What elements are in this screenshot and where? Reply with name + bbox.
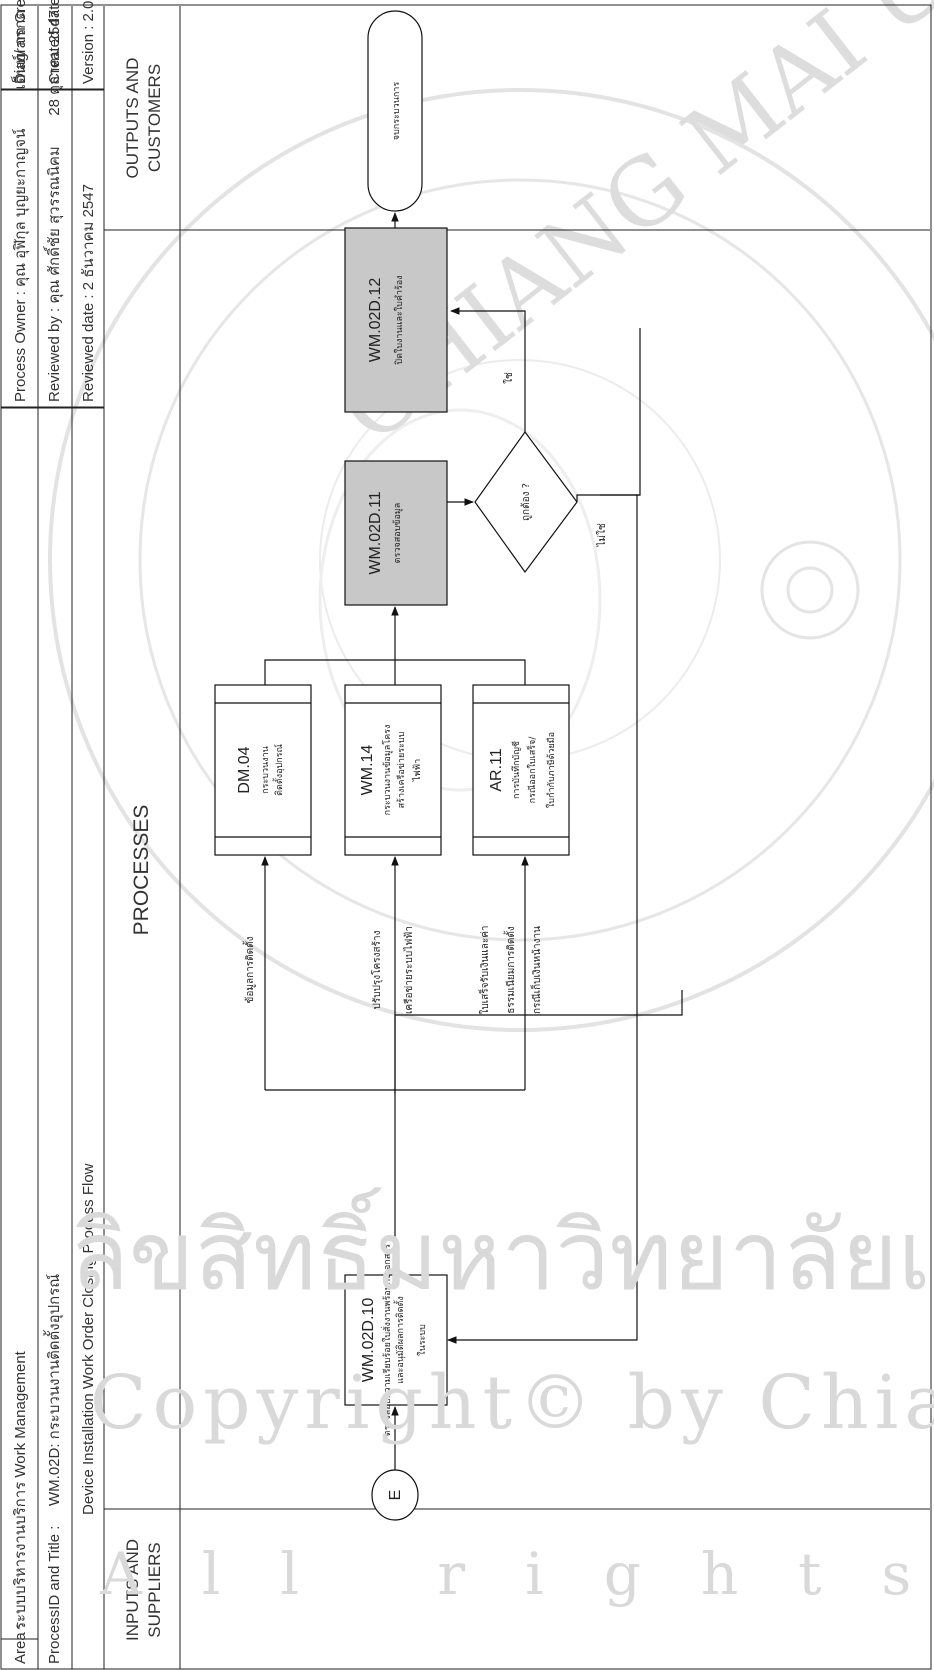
process-id-label: ProcessID and Title :	[46, 1526, 63, 1664]
wm14-desc-2: สร้างเครือข่ายระบบ	[396, 731, 407, 808]
process-subtitle: Device Installation Work Order Closing P…	[80, 1163, 97, 1515]
label-to-ar11-2: ธรรมเนียมการติดตั้ง	[503, 926, 517, 1014]
processes-lane-title: PROCESSES	[130, 805, 153, 936]
wm10-desc-3: ในระบบ	[417, 1324, 428, 1356]
created-date-value: 28 ตุลาคม 2547	[46, 10, 64, 116]
reviewed-date: Reviewed date : 2 ธันวาคม 2547	[80, 184, 97, 402]
wm14-desc-1: กระบวนงานข้อมูลโครง	[382, 725, 393, 816]
area-value: ระบบบริหารงานบริการ Work Management	[12, 1350, 29, 1630]
process-id-value: WM.02D: กระบวนงานติดตั้งอุปกรณ์	[43, 1274, 64, 1506]
label-to-wm14-2: เครือข่ายระบบไฟฟ้า	[403, 926, 415, 1014]
wm11-code: WM.02D.11	[367, 491, 384, 574]
dm04-desc-1: กระบวนงาน	[261, 746, 271, 794]
label-to-ar11-1: ใบเสร็จรับเงินและค่า	[477, 925, 491, 1014]
end-label: จบกระบวนการ	[392, 82, 402, 141]
edge-no-back-to-wm10	[448, 495, 637, 1340]
ar11-code: AR.11	[488, 748, 505, 791]
label-to-ar11-3: กรณีเก็บเงินหน้างาน	[529, 926, 543, 1014]
outputs-lane-title: OUTPUTS AND	[123, 58, 142, 179]
ar11-desc-3: ใบกำกับภาษีด้วยมือ	[546, 732, 557, 808]
outputs-lane-title-2: CUSTOMERS	[145, 64, 164, 172]
connector-e-label: E	[387, 1490, 404, 1501]
wm10-code: WM.02D.10	[360, 1298, 377, 1383]
version: Version : 2.02	[80, 0, 97, 84]
reviewed-by: Reviewed by : คุณ ศักดิ์ชัย สุวรรณนิคม	[43, 146, 64, 402]
label-no: ไม่ใช่	[596, 523, 608, 548]
wm12-code: WM.02D.12	[367, 278, 384, 363]
ar11-desc-1: การบันทึกบัญชี	[511, 741, 522, 799]
inputs-lane-title-2: SUPPLIERS	[145, 1542, 164, 1637]
inputs-lane-title: INPUTS AND	[123, 1539, 142, 1641]
wm14-desc-3: ไฟฟ้า	[412, 759, 423, 782]
created-by-value: เด็นท์/ กรกต	[10, 10, 29, 89]
process-owner: Process Owner : คุณ อุฬิกุล บุญยะกาญจน์	[12, 128, 30, 402]
label-yes: ใช่	[503, 372, 515, 384]
label-to-dm04: ข้อมูลการติดตั้ง	[242, 936, 256, 1003]
wm12-desc: ปิดใบงานและใบคำร้อง	[394, 275, 405, 364]
decision-label: ถูกต้อง ?	[520, 483, 532, 521]
wm14-code: WM.14	[359, 745, 376, 796]
wm11-desc: ตรวจสอบข้อมูล	[392, 503, 403, 564]
dm04-code: DM.04	[236, 746, 253, 793]
label-to-wm14-1: ปรับปรุงโครงสร้าง	[370, 930, 383, 1009]
edge-yes-to-wm12	[451, 311, 525, 457]
